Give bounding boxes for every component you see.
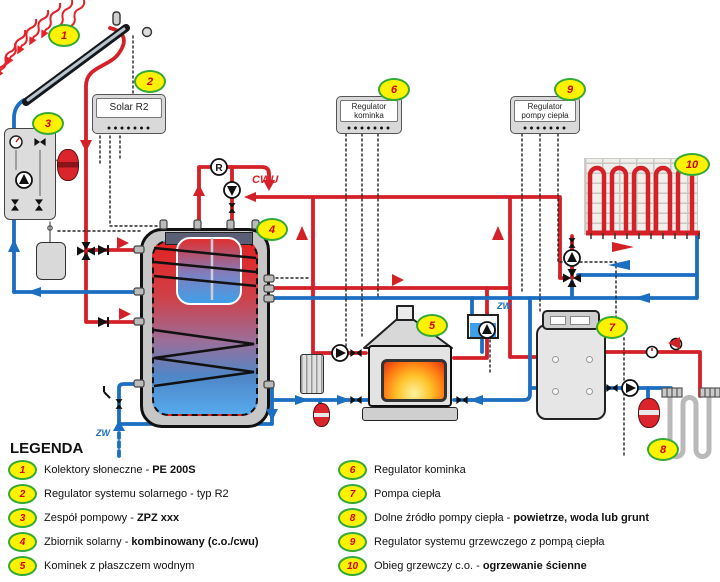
fireplace-body [368, 345, 452, 407]
sensor-wires [57, 35, 625, 459]
drain-container [36, 242, 66, 280]
fireplace-window [381, 359, 447, 402]
open-vessel-water [470, 323, 496, 337]
legend-item-2: 2 Regulator systemu solarnego - typ R2 [8, 484, 229, 504]
badge-fireplace: 5 [416, 314, 448, 337]
fireplace-base [362, 407, 458, 421]
zw-label-right: ZW [497, 301, 511, 311]
legend-title: LEGENDA [10, 440, 84, 457]
legend-item-6: 6 Regulator kominka [338, 460, 466, 480]
legend-badge: 6 [338, 460, 367, 480]
badge-pump-group: 3 [32, 112, 64, 135]
legend-item-10: 10 Obieg grzewczy c.o. - ogrzewanie ście… [338, 556, 587, 576]
heat-pump-top-panel [542, 310, 600, 330]
badge-solar-regulator: 2 [134, 70, 166, 93]
panel-slot [570, 316, 590, 325]
legend-badge: 10 [338, 556, 367, 576]
pump-group-unit [4, 128, 56, 220]
zw-label-left: ZW [96, 428, 110, 438]
solar-regulator-label: Solar R2 [96, 98, 162, 118]
legend-item-3: 3 Zespół pompowy - ZPZ xxx [8, 508, 179, 528]
heat-pump-cabinet [536, 324, 606, 420]
terminal-dots [522, 125, 568, 131]
screw [586, 356, 593, 363]
open-vessel [467, 314, 499, 339]
panel-slot [550, 316, 566, 325]
badge-solar-tank: 4 [256, 218, 288, 241]
legend-item-7: 7 Pompa ciepła [338, 484, 441, 504]
plate-heat-exchanger [300, 354, 324, 394]
legend-badge: 4 [8, 532, 37, 552]
badge-heat-pump-regulator: 9 [554, 78, 586, 101]
expansion-vessel-solar [57, 149, 79, 181]
legend-badge: 9 [338, 532, 367, 552]
terminal-dots [106, 125, 152, 131]
legend-item-9: 9 Regulator systemu grzewczego z pompą c… [338, 532, 605, 552]
tank-cwu-vessel [176, 237, 242, 305]
terminal-dots [346, 125, 392, 131]
legend-badge: 1 [8, 460, 37, 480]
badge-fireplace-regulator: 6 [378, 78, 410, 101]
legend-item-5: 5 Kominek z płaszczem wodnym [8, 556, 194, 576]
legend-badge: 8 [338, 508, 367, 528]
screw [552, 388, 559, 395]
badge-ground-source: 8 [647, 438, 679, 461]
solar-tank [140, 228, 270, 428]
screw [552, 356, 559, 363]
expansion-vessel-ground-loop [638, 398, 660, 428]
expansion-vessel-fireplace [313, 403, 330, 427]
legend-item-1: 1 Kolektory słoneczne - PE 200S [8, 460, 196, 480]
solar-regulator: Solar R2 [92, 94, 166, 134]
legend-badge: 2 [8, 484, 37, 504]
legend-item-8: 8 Dolne źródło pompy ciepła - powietrze,… [338, 508, 649, 528]
legend-badge: 3 [8, 508, 37, 528]
badge-wall-heating: 10 [674, 153, 710, 176]
badge-heat-pump: 7 [596, 316, 628, 339]
screw [586, 388, 593, 395]
badge-collectors: 1 [48, 24, 80, 47]
legend-item-4: 4 Zbiornik solarny - kombinowany (c.o./c… [8, 532, 259, 552]
legend-badge: 7 [338, 484, 367, 504]
legend-badge: 5 [8, 556, 37, 576]
cwu-label: CWU [252, 174, 279, 186]
